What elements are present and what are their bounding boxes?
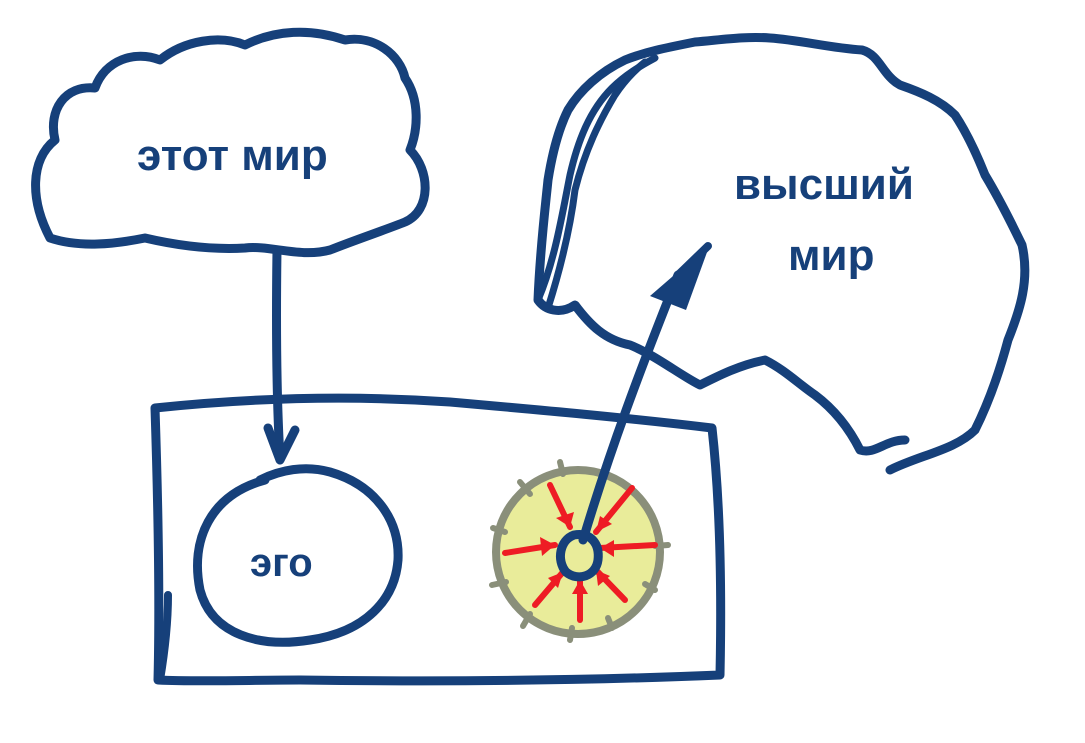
cloud-this-world — [31, 27, 430, 258]
cloud-higher-world — [533, 32, 1030, 475]
label-this-world: этот мир — [137, 131, 328, 180]
label-higher-world-line2: мир — [788, 231, 875, 280]
container-box-corner-stroke — [156, 591, 172, 684]
label-higher-world-line1: высший — [734, 160, 914, 209]
cloud-higher-world-stroke-2 — [534, 54, 659, 304]
core-rim-ticks — [489, 459, 671, 643]
ego-circle — [193, 464, 403, 647]
arrow-to-ego-head — [263, 423, 300, 465]
ray-arrowheads — [540, 512, 614, 594]
arrow-to-ego — [271, 245, 285, 463]
core-center — [555, 530, 603, 582]
cloud-higher-world-inner-stroke — [544, 58, 649, 312]
arrow-to-higher-world-head — [650, 244, 710, 310]
label-ego: эго — [250, 541, 313, 585]
arrow-to-higher-world — [578, 270, 683, 545]
